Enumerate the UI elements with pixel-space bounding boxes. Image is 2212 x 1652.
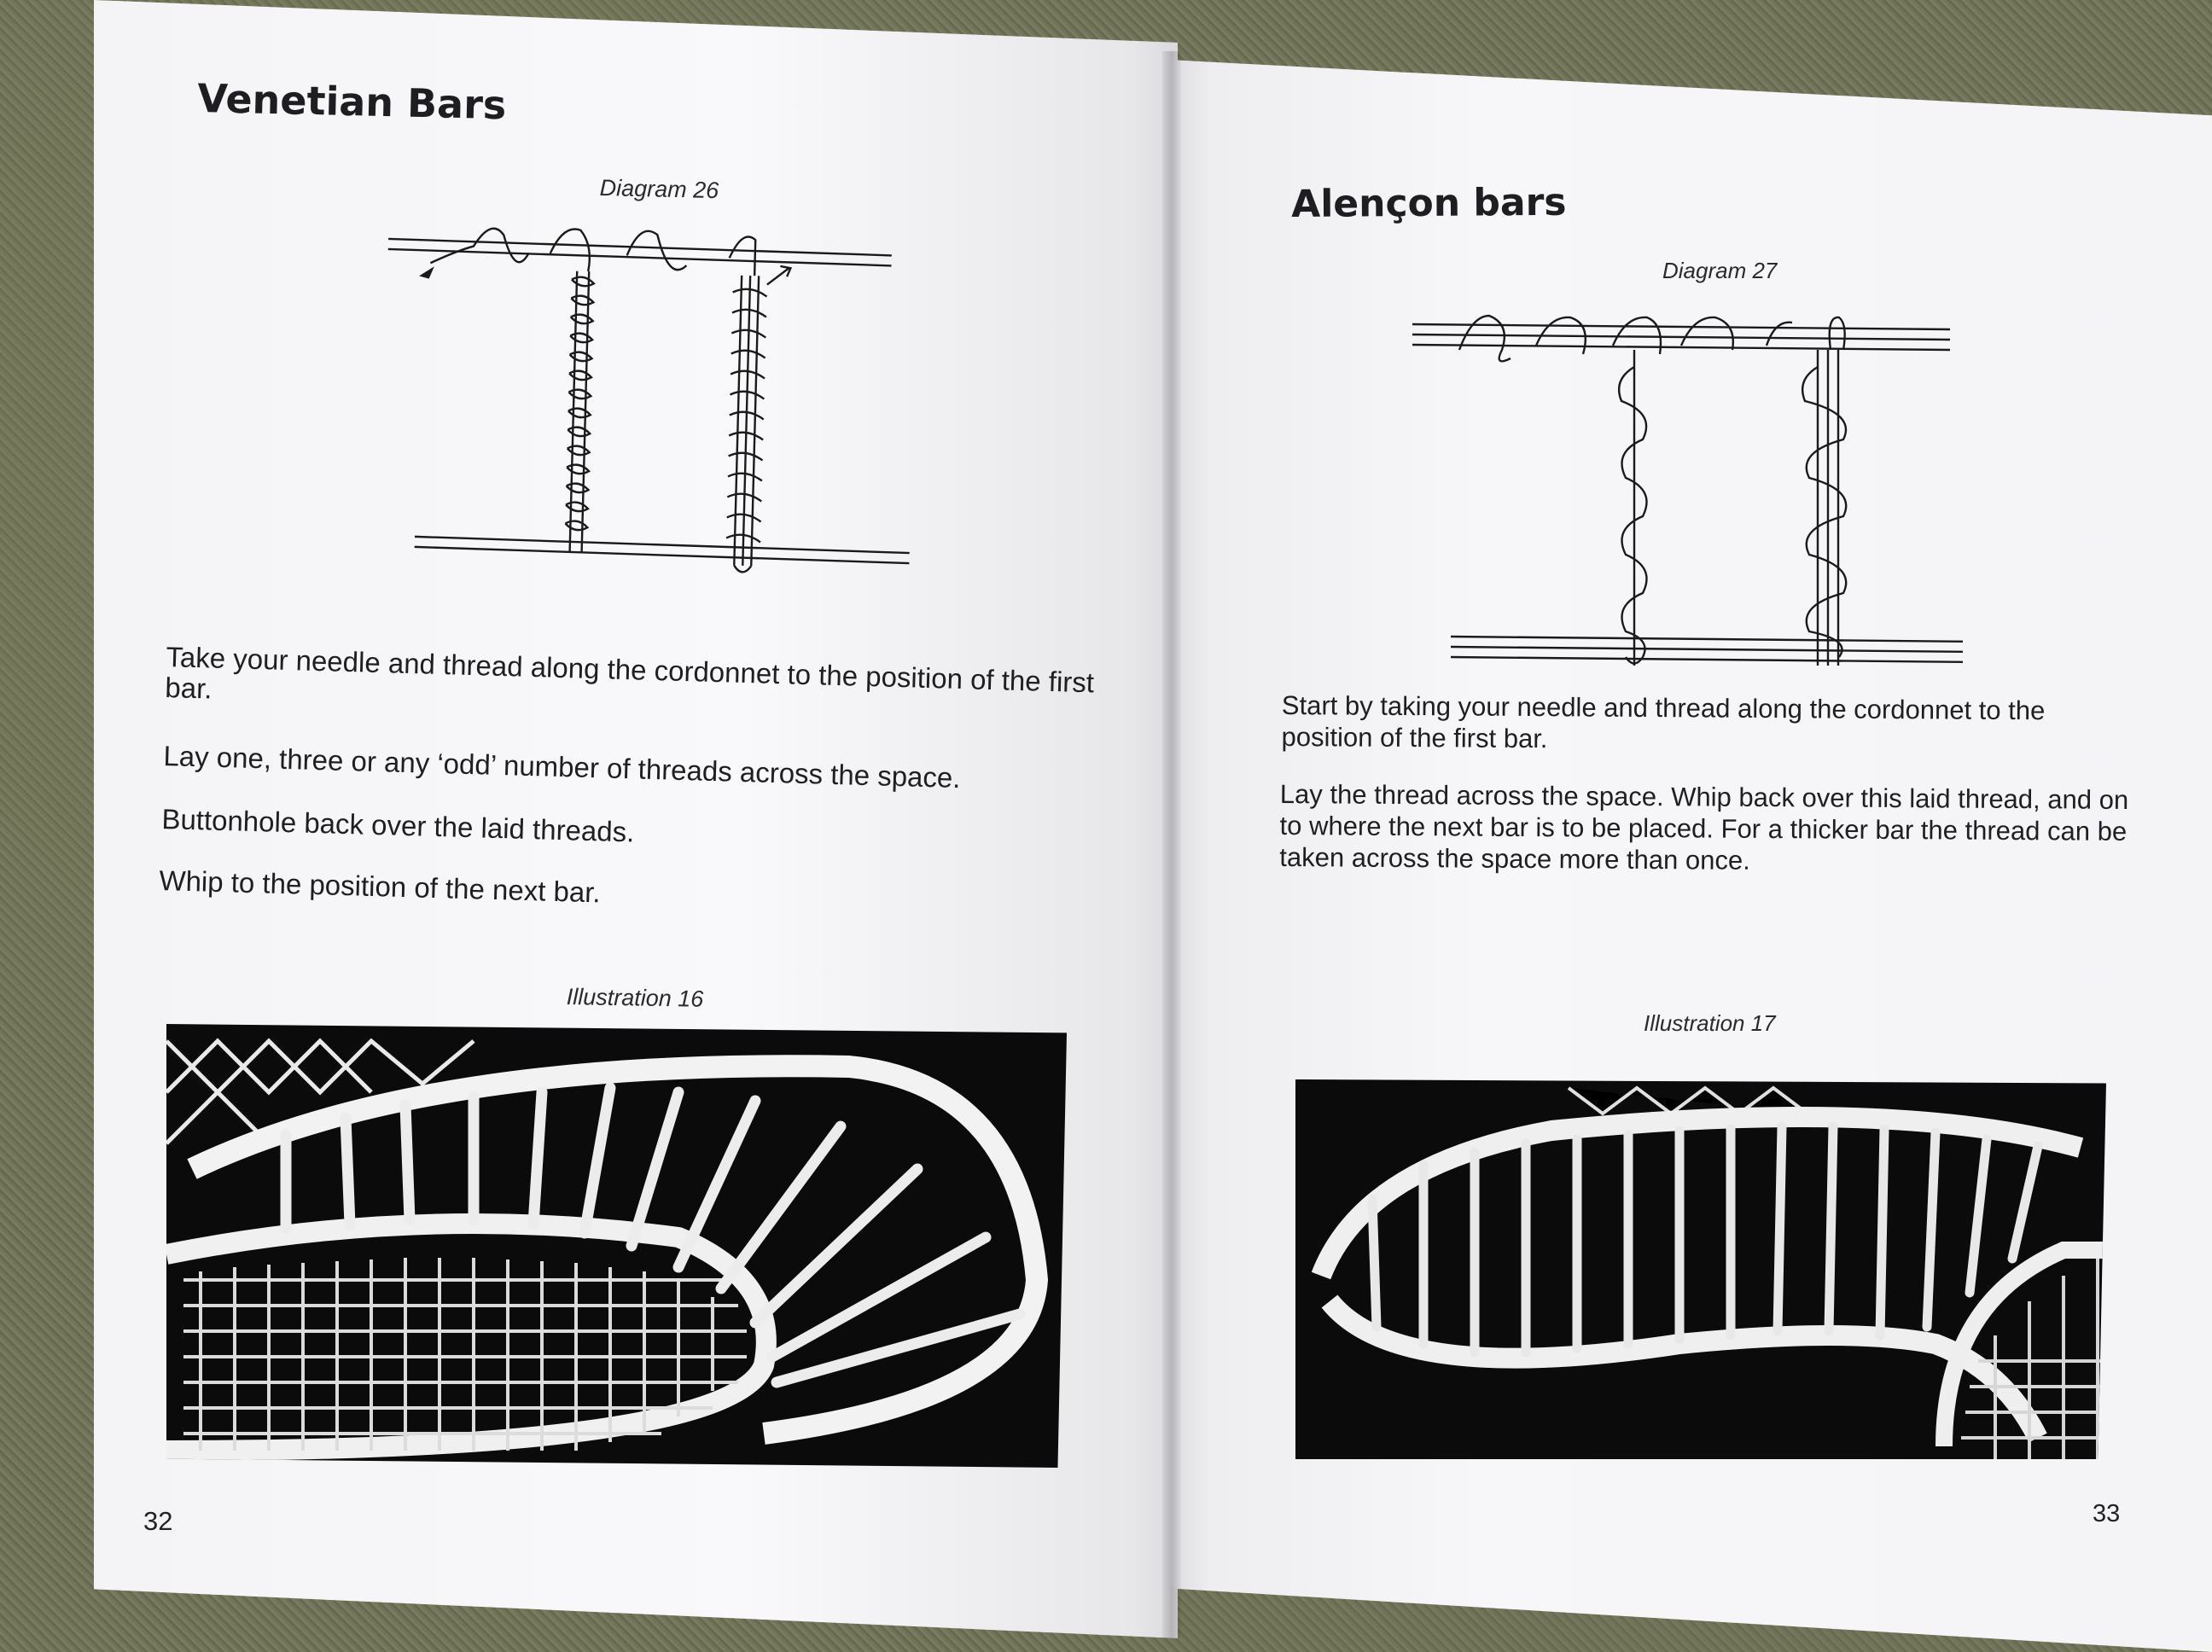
right-diagram-caption: Diagram 27 [1662, 258, 1778, 283]
left-page-number: 32 [143, 1506, 173, 1536]
right-paragraph-1: Start by taking your needle and thread a… [1281, 690, 2046, 754]
alencon-bars-diagram [1412, 314, 1963, 666]
left-illustration-caption: Illustration 16 [566, 984, 704, 1012]
right-paragraph-2: Lay the thread across the space. Whip ba… [1279, 779, 2129, 875]
illustration-16-photo [166, 1024, 1067, 1468]
right-illustration-caption: Illustration 17 [1644, 1010, 1776, 1036]
book-gutter [1162, 51, 1181, 1638]
right-page-number: 33 [2093, 1500, 2121, 1527]
illustration-17-photo [1295, 1079, 2106, 1459]
venetian-bars-diagram [387, 227, 910, 573]
right-page-title: Alençon bars [1291, 180, 1567, 226]
left-page-title: Venetian Bars [196, 75, 507, 129]
left-diagram-caption: Diagram 26 [599, 175, 719, 204]
